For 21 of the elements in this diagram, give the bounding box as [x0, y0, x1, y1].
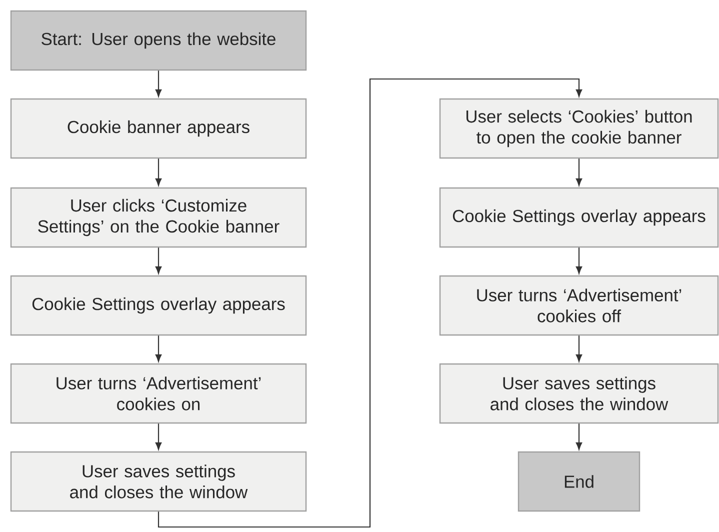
process-box: Cookie Settings overlay appears — [439, 187, 719, 248]
arrow — [158, 78, 582, 528]
process-box: User turns ‘Advertisement’ cookies on — [10, 363, 307, 424]
arrow — [155, 158, 162, 186]
process-box: User clicks ‘Customize Settings’ on the Cookie banner — [10, 187, 307, 248]
process-box: Cookie banner appears — [10, 98, 307, 159]
process-box: User turns ‘Advertisement’ cookies off — [439, 275, 719, 336]
process-box: User selects ‘Cookies’ button to open the cookie banner — [439, 98, 719, 159]
process-box: User saves settings and closes the window — [439, 363, 719, 424]
arrow — [155, 336, 162, 362]
arrow — [155, 424, 162, 450]
process-box: Cookie Settings overlay appears — [10, 275, 307, 336]
arrow — [576, 336, 582, 362]
terminal-box: Start: User opens the website — [10, 10, 307, 71]
process-box: User saves settings and closes the window — [10, 451, 307, 512]
terminal-box: End — [518, 451, 640, 512]
arrow — [576, 248, 582, 274]
arrow — [155, 248, 162, 274]
arrow — [576, 158, 582, 186]
arrow — [155, 70, 162, 97]
arrow — [576, 424, 582, 450]
